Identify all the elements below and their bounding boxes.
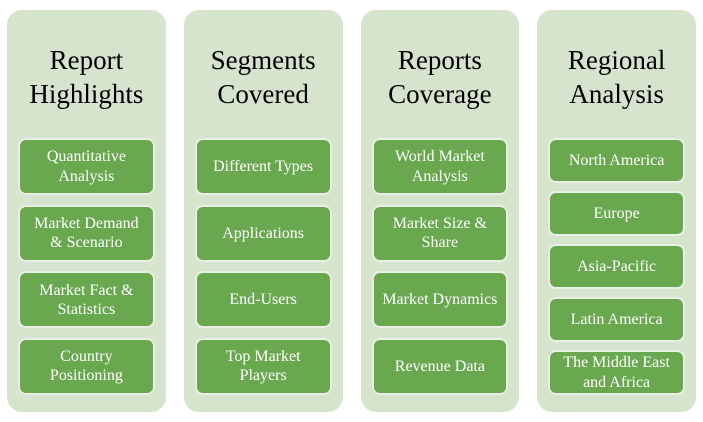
panel-items-report-highlights: Quantitative Analysis Market Demand & Sc… <box>18 138 155 395</box>
item-world-market-analysis: World Market Analysis <box>371 138 509 195</box>
item-market-dynamics: Market Dynamics <box>371 271 509 329</box>
item-quantitative-analysis: Quantitative Analysis <box>18 138 155 195</box>
panel-title-report-highlights: Report Highlights <box>29 45 144 109</box>
item-top-market-players: Top Market Players <box>194 337 332 395</box>
panel-reports-coverage: Reports Coverage World Market Analysis M… <box>360 10 520 412</box>
item-middle-east-africa: The Middle East and Africa <box>548 350 685 395</box>
item-different-types: Different Types <box>194 138 332 195</box>
item-revenue-data: Revenue Data <box>371 337 509 395</box>
item-market-size-share: Market Size & Share <box>371 204 509 262</box>
item-europe: Europe <box>548 191 685 236</box>
item-applications: Applications <box>194 204 332 262</box>
panel-title-segments-covered: Segments Covered <box>210 45 316 109</box>
item-latin-america: Latin America <box>548 297 685 342</box>
item-country-positioning: Country Positioning <box>18 337 155 395</box>
item-end-users: End-Users <box>194 271 332 329</box>
panel-regional-analysis: Regional Analysis North America Europe A… <box>537 10 696 412</box>
panel-report-highlights: Report Highlights Quantitative Analysis … <box>7 10 166 412</box>
item-north-america: North America <box>548 138 685 183</box>
panel-title-regional-analysis: Regional Analysis <box>567 45 666 109</box>
item-market-fact-statistics: Market Fact & Statistics <box>18 271 155 329</box>
panel-title-reports-coverage: Reports Coverage <box>388 45 492 109</box>
panel-segments-covered: Segments Covered Different Types Applica… <box>183 10 343 412</box>
item-asia-pacific: Asia-Pacific <box>548 244 685 289</box>
panel-items-reports-coverage: World Market Analysis Market Size & Shar… <box>371 138 509 395</box>
item-market-demand-scenario: Market Demand & Scenario <box>18 204 155 262</box>
panel-items-regional-analysis: North America Europe Asia-Pacific Latin … <box>548 138 685 395</box>
panel-items-segments-covered: Different Types Applications End-Users T… <box>194 138 332 395</box>
